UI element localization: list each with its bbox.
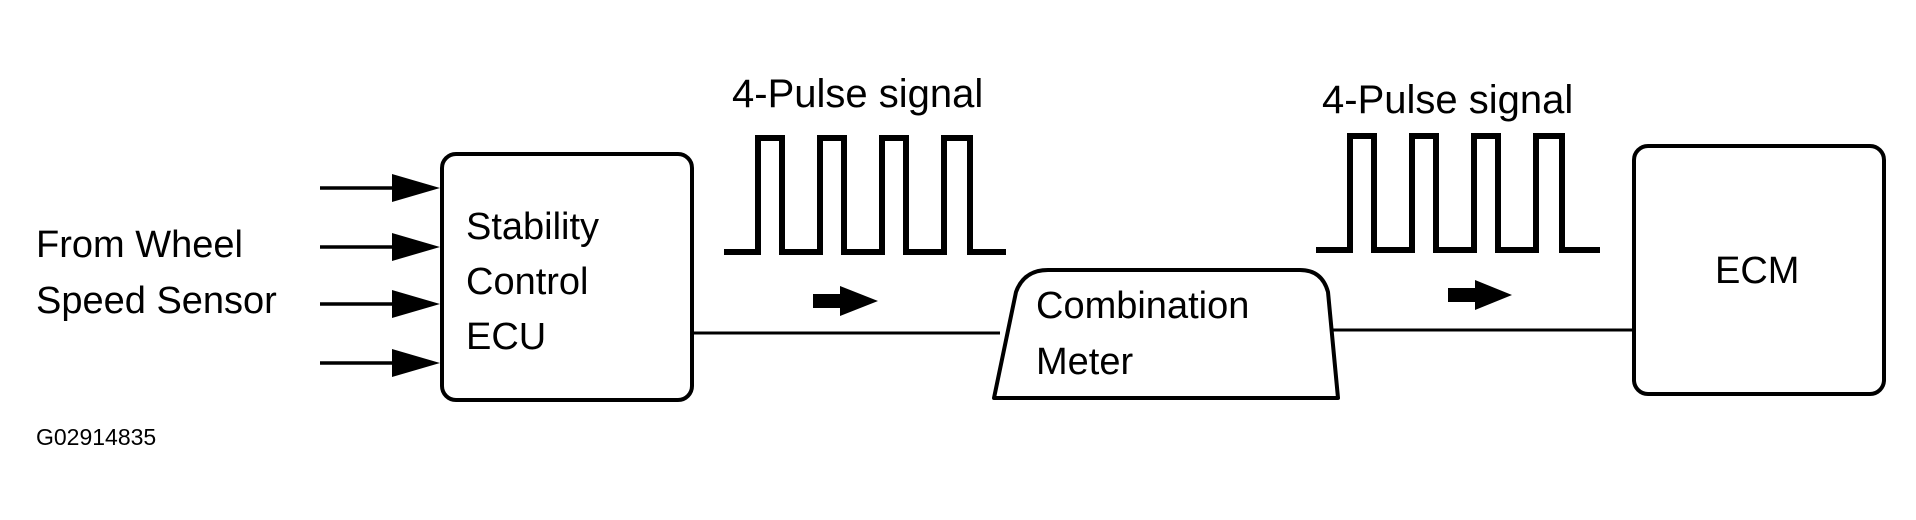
figure-code: G02914835: [36, 424, 157, 450]
combination-meter-shape: [992, 268, 1340, 400]
direction-arrow-right: [1448, 280, 1512, 310]
stability-control-ecu-box: [440, 152, 694, 402]
direction-arrow-left-shaft: [813, 294, 843, 308]
signal-label-right: 4-Pulse signal: [1322, 78, 1574, 122]
input-label-line1: From Wheel: [36, 224, 243, 266]
pulse-waveform-right: [1316, 133, 1600, 253]
ecu-label-line1: Stability: [466, 206, 600, 248]
ecm-box: [1632, 144, 1886, 396]
input-label-line2: Speed Sensor: [36, 280, 277, 322]
input-arrowhead-2: [392, 233, 440, 261]
input-arrowhead-4: [392, 349, 440, 377]
direction-arrow-right-head: [1475, 280, 1512, 310]
direction-arrow-left-head: [840, 286, 878, 316]
signal-label-left: 4-Pulse signal: [732, 72, 984, 116]
wheel-speed-input-arrows: [320, 174, 440, 377]
ecu-label-line2: Control: [466, 261, 589, 303]
ecu-label-line3: ECU: [466, 316, 547, 358]
direction-arrow-left: [813, 286, 878, 316]
input-arrowhead-3: [392, 290, 440, 318]
meter-label-line1: Combination: [1036, 285, 1250, 327]
ecm-label: ECM: [1715, 250, 1800, 292]
pulse-waveform-left: [724, 135, 1006, 255]
meter-label-line2: Meter: [1036, 341, 1134, 383]
input-arrowhead-1: [392, 174, 440, 202]
direction-arrow-right-shaft: [1448, 288, 1478, 302]
